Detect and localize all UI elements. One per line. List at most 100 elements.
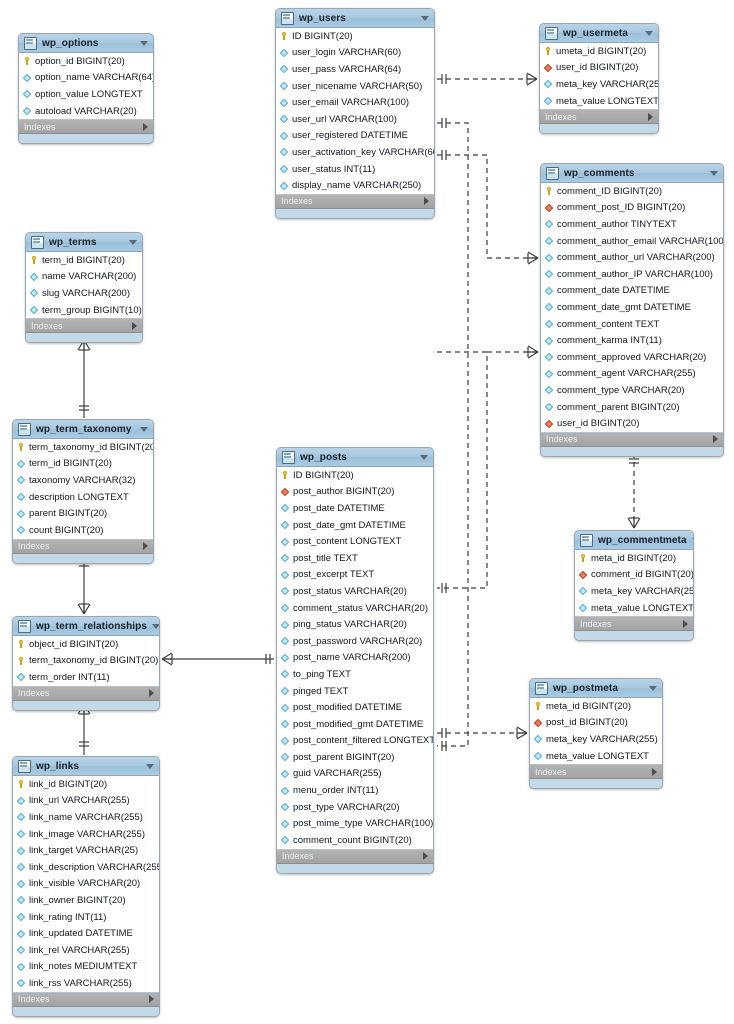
chevron-right-icon[interactable] bbox=[713, 435, 718, 444]
column-row[interactable]: comment_post_ID BIGINT(20) bbox=[541, 200, 723, 217]
column-row[interactable]: user_registered DATETIME bbox=[276, 128, 434, 145]
column-row[interactable]: link_rel VARCHAR(255) bbox=[13, 942, 159, 959]
column-row[interactable]: post_mime_type VARCHAR(100) bbox=[277, 815, 433, 832]
column-row[interactable]: comment_count BIGINT(20) bbox=[277, 832, 433, 849]
chevron-right-icon[interactable] bbox=[683, 619, 688, 628]
indexes-bar[interactable]: Indexes bbox=[575, 617, 693, 632]
indexes-bar[interactable]: Indexes bbox=[13, 686, 159, 701]
column-row[interactable]: pinged TEXT bbox=[277, 683, 433, 700]
column-row[interactable]: post_password VARCHAR(20) bbox=[277, 633, 433, 650]
column-row[interactable]: comment_author_url VARCHAR(200) bbox=[541, 249, 723, 266]
column-row[interactable]: ping_status VARCHAR(20) bbox=[277, 616, 433, 633]
column-row[interactable]: umeta_id BIGINT(20) bbox=[540, 43, 658, 60]
column-row[interactable]: comment_content TEXT bbox=[541, 316, 723, 333]
column-row[interactable]: guid VARCHAR(255) bbox=[277, 766, 433, 783]
chevron-down-icon[interactable] bbox=[691, 537, 693, 543]
column-row[interactable]: user_status INT(11) bbox=[276, 161, 434, 178]
indexes-bar[interactable]: Indexes bbox=[13, 992, 159, 1007]
column-row[interactable]: user_pass VARCHAR(64) bbox=[276, 61, 434, 78]
column-row[interactable]: option_value LONGTEXT bbox=[19, 86, 153, 103]
table-header[interactable]: wp_links bbox=[13, 757, 159, 776]
column-row[interactable]: user_id BIGINT(20) bbox=[540, 60, 658, 77]
column-row[interactable]: object_id BIGINT(20) bbox=[13, 636, 159, 653]
column-row[interactable]: comment_author TINYTEXT bbox=[541, 216, 723, 233]
column-row[interactable]: ID BIGINT(20) bbox=[276, 28, 434, 45]
chevron-down-icon[interactable] bbox=[152, 623, 159, 629]
chevron-down-icon[interactable] bbox=[649, 685, 657, 691]
column-row[interactable]: ID BIGINT(20) bbox=[277, 467, 433, 484]
column-row[interactable]: post_modified_gmt DATETIME bbox=[277, 716, 433, 733]
chevron-down-icon[interactable] bbox=[421, 15, 429, 21]
indexes-bar[interactable]: Indexes bbox=[540, 110, 658, 125]
table-header[interactable]: wp_comments bbox=[541, 164, 723, 183]
column-row[interactable]: term_taxonomy_id BIGINT(20) bbox=[13, 653, 159, 670]
column-row[interactable]: to_ping TEXT bbox=[277, 666, 433, 683]
column-row[interactable]: autoload VARCHAR(20) bbox=[19, 103, 153, 120]
column-row[interactable]: post_title TEXT bbox=[277, 550, 433, 567]
column-row[interactable]: user_activation_key VARCHAR(60) bbox=[276, 144, 434, 161]
indexes-bar[interactable]: Indexes bbox=[13, 539, 153, 554]
column-row[interactable]: meta_value LONGTEXT bbox=[530, 748, 662, 765]
chevron-right-icon[interactable] bbox=[143, 122, 148, 131]
column-row[interactable]: taxonomy VARCHAR(32) bbox=[13, 472, 153, 489]
column-row[interactable]: meta_key VARCHAR(255) bbox=[575, 583, 693, 600]
column-row[interactable]: comment_type VARCHAR(20) bbox=[541, 382, 723, 399]
chevron-right-icon[interactable] bbox=[648, 112, 653, 121]
chevron-down-icon[interactable] bbox=[420, 454, 428, 460]
column-row[interactable]: description LONGTEXT bbox=[13, 489, 153, 506]
column-row[interactable]: comment_karma INT(11) bbox=[541, 332, 723, 349]
column-row[interactable]: comment_agent VARCHAR(255) bbox=[541, 366, 723, 383]
column-row[interactable]: link_url VARCHAR(255) bbox=[13, 793, 159, 810]
column-row[interactable]: term_group BIGINT(10) bbox=[26, 302, 142, 319]
column-row[interactable]: post_excerpt TEXT bbox=[277, 567, 433, 584]
column-row[interactable]: post_name VARCHAR(200) bbox=[277, 650, 433, 667]
column-row[interactable]: link_rss VARCHAR(255) bbox=[13, 975, 159, 992]
column-row[interactable]: post_parent BIGINT(20) bbox=[277, 749, 433, 766]
column-row[interactable]: link_notes MEDIUMTEXT bbox=[13, 959, 159, 976]
chevron-right-icon[interactable] bbox=[132, 321, 137, 330]
column-row[interactable]: post_id BIGINT(20) bbox=[530, 715, 662, 732]
column-row[interactable]: link_updated DATETIME bbox=[13, 925, 159, 942]
indexes-bar[interactable]: Indexes bbox=[19, 120, 153, 135]
column-row[interactable]: post_type VARCHAR(20) bbox=[277, 799, 433, 816]
column-row[interactable]: post_content LONGTEXT bbox=[277, 533, 433, 550]
column-row[interactable]: comment_date DATETIME bbox=[541, 283, 723, 300]
chevron-down-icon[interactable] bbox=[140, 40, 148, 46]
chevron-down-icon[interactable] bbox=[140, 426, 148, 432]
indexes-bar[interactable]: Indexes bbox=[541, 432, 723, 447]
column-row[interactable]: post_author BIGINT(20) bbox=[277, 484, 433, 501]
indexes-bar[interactable]: Indexes bbox=[530, 765, 662, 780]
column-row[interactable]: parent BIGINT(20) bbox=[13, 505, 153, 522]
column-row[interactable]: comment_author_IP VARCHAR(100) bbox=[541, 266, 723, 283]
column-row[interactable]: meta_key VARCHAR(255) bbox=[540, 76, 658, 93]
column-row[interactable]: user_nicename VARCHAR(50) bbox=[276, 78, 434, 95]
column-row[interactable]: comment_author_email VARCHAR(100) bbox=[541, 233, 723, 250]
column-row[interactable]: slug VARCHAR(200) bbox=[26, 285, 142, 302]
column-row[interactable]: link_description VARCHAR(255) bbox=[13, 859, 159, 876]
column-row[interactable]: comment_parent BIGINT(20) bbox=[541, 399, 723, 416]
chevron-down-icon[interactable] bbox=[129, 239, 137, 245]
column-row[interactable]: menu_order INT(11) bbox=[277, 782, 433, 799]
column-row[interactable]: name VARCHAR(200) bbox=[26, 269, 142, 286]
indexes-bar[interactable]: Indexes bbox=[26, 319, 142, 334]
column-row[interactable]: post_modified DATETIME bbox=[277, 699, 433, 716]
column-row[interactable]: user_login VARCHAR(60) bbox=[276, 45, 434, 62]
column-row[interactable]: link_image VARCHAR(255) bbox=[13, 826, 159, 843]
column-row[interactable]: term_id BIGINT(20) bbox=[13, 456, 153, 473]
column-row[interactable]: display_name VARCHAR(250) bbox=[276, 177, 434, 194]
column-row[interactable]: term_order INT(11) bbox=[13, 669, 159, 686]
indexes-bar[interactable]: Indexes bbox=[276, 194, 434, 209]
column-row[interactable]: count BIGINT(20) bbox=[13, 522, 153, 539]
chevron-right-icon[interactable] bbox=[149, 689, 154, 698]
table-header[interactable]: wp_usermeta bbox=[540, 24, 658, 43]
column-row[interactable]: user_url VARCHAR(100) bbox=[276, 111, 434, 128]
column-row[interactable]: comment_id BIGINT(20) bbox=[575, 567, 693, 584]
column-row[interactable]: meta_id BIGINT(20) bbox=[575, 550, 693, 567]
column-row[interactable]: comment_date_gmt DATETIME bbox=[541, 299, 723, 316]
